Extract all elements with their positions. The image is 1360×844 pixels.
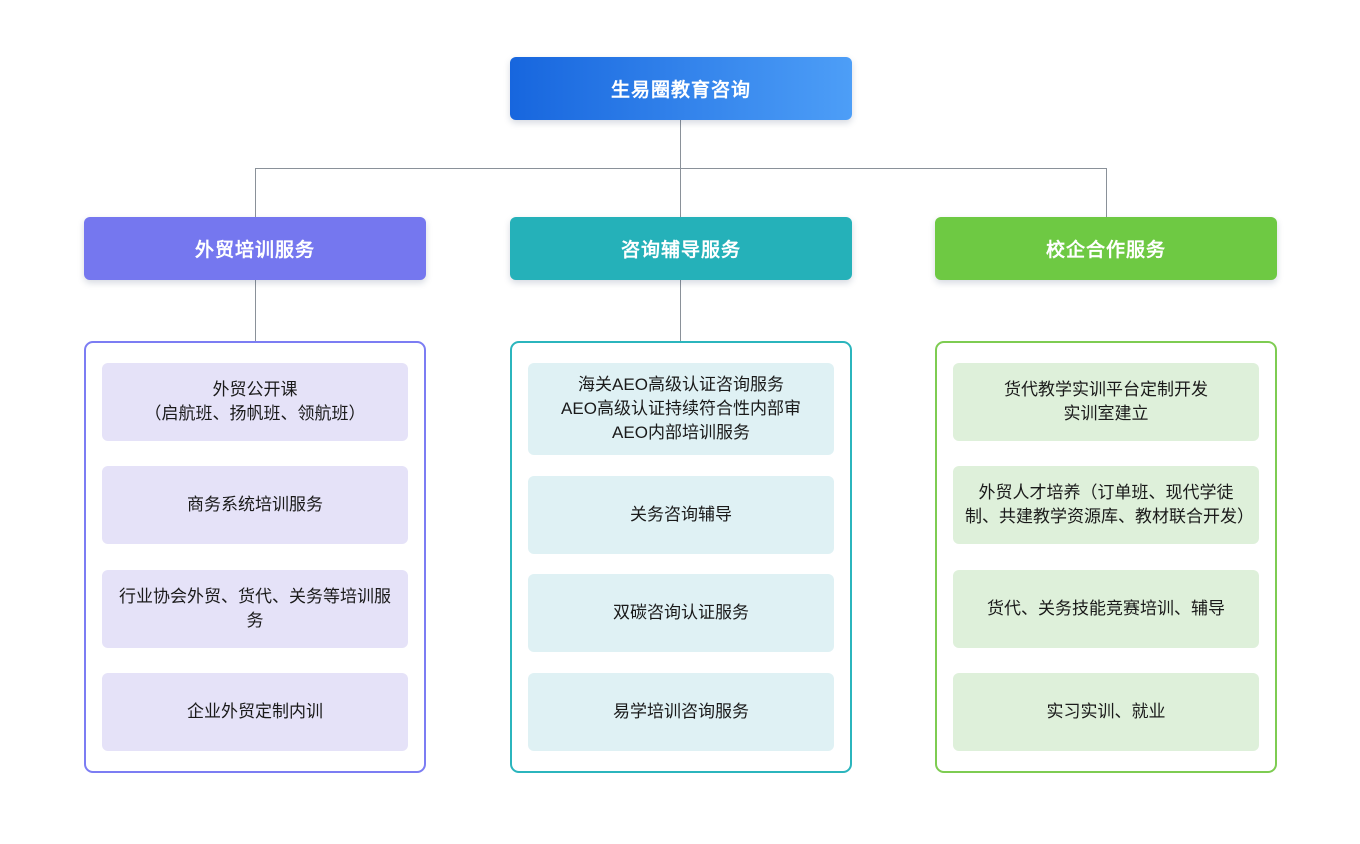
connector-root-down	[680, 120, 681, 168]
root-node-label: 生易圈教育咨询	[610, 80, 751, 101]
branch-group-school-enterprise: 货代教学实训平台定制开发 实训室建立 外贸人才培养（订单班、现代学徒制、共建教学…	[935, 341, 1277, 773]
branch-1-item-1: 关务咨询辅导	[528, 475, 834, 554]
branch-header-label: 咨询辅导服务	[620, 240, 741, 261]
branch-1-item-0: 海关AEO高级认证咨询服务 AEO高级认证持续符合性内部审 AEO内部培训服务	[528, 363, 834, 456]
branch-header-label: 校企合作服务	[1045, 240, 1166, 261]
branch-header-label: 外贸培训服务	[194, 240, 315, 261]
branch-0-item-2: 行业协会外贸、货代、关务等培训服务	[102, 569, 408, 648]
branch-group-trade-training: 外贸公开课 （启航班、扬帆班、领航班） 商务系统培训服务 行业协会外贸、货代、关…	[84, 341, 426, 773]
branch-0-item-0: 外贸公开课 （启航班、扬帆班、领航班）	[102, 363, 408, 441]
branch-0-item-1: 商务系统培训服务	[102, 466, 408, 545]
connector-horizontal	[255, 168, 1107, 169]
branch-group-consulting: 海关AEO高级认证咨询服务 AEO高级认证持续符合性内部审 AEO内部培训服务 …	[510, 341, 852, 773]
branch-header-trade-training: 外贸培训服务	[84, 217, 426, 280]
branch-1-item-2: 双碳咨询认证服务	[528, 574, 834, 653]
branch-header-consulting: 咨询辅导服务	[510, 217, 852, 280]
branch-header-school-enterprise: 校企合作服务	[935, 217, 1277, 280]
branch-2-item-2: 货代、关务技能竞赛培训、辅导	[953, 569, 1259, 648]
connector-left-header-to-group	[255, 280, 256, 341]
connector-right-branch-down	[1106, 168, 1107, 217]
branch-2-item-0: 货代教学实训平台定制开发 实训室建立	[953, 363, 1259, 441]
connector-left-branch-down	[255, 168, 256, 217]
root-node: 生易圈教育咨询	[510, 57, 852, 120]
branch-1-item-3: 易学培训咨询服务	[528, 672, 834, 751]
branch-2-item-1: 外贸人才培养（订单班、现代学徒制、共建教学资源库、教材联合开发）	[953, 466, 1259, 545]
connector-mid-branch-down	[680, 168, 681, 217]
branch-0-item-3: 企业外贸定制内训	[102, 672, 408, 751]
connector-mid-header-to-group	[680, 280, 681, 341]
branch-2-item-3: 实习实训、就业	[953, 672, 1259, 751]
